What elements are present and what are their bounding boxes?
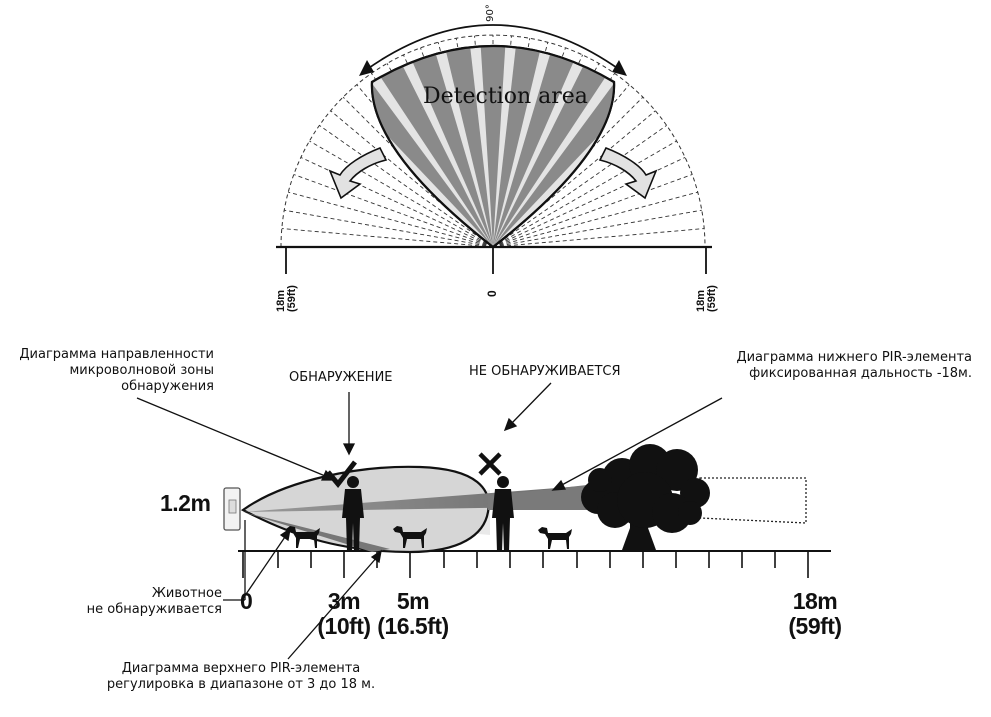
detection-area-label: Detection area xyxy=(423,84,588,109)
distance-5m-label: 5m (16.5ft) xyxy=(377,588,449,639)
distance-18m-label: 18m (59ft) xyxy=(788,588,842,639)
angle-arc xyxy=(365,24,621,71)
dashed-ray xyxy=(492,228,705,248)
dashed-ray xyxy=(284,209,494,248)
top-view xyxy=(276,24,712,274)
not-detected-label: НЕ ОБНАРУЖИВАЕТСЯ xyxy=(469,364,621,379)
left-range-label: 18m (59ft) xyxy=(275,285,298,312)
detection-ray xyxy=(493,46,579,247)
lower-pir-beam xyxy=(488,484,596,510)
tree-silhouette xyxy=(581,444,710,550)
angle-arrowhead-right xyxy=(612,60,627,76)
angle-label: 90° xyxy=(484,4,496,22)
center-zero-label: 0 xyxy=(485,290,499,297)
detection-ray xyxy=(442,46,493,247)
detection-area-outline xyxy=(370,45,616,249)
dashed-ray xyxy=(492,140,677,248)
sensor-device xyxy=(223,487,241,531)
dashed-ray xyxy=(492,209,702,248)
detection-ray xyxy=(407,46,493,247)
detected-label: ОБНАРУЖЕНИЕ xyxy=(289,370,393,385)
dog-2 xyxy=(393,526,427,548)
dashed-ray xyxy=(293,174,494,248)
lower-pir-label: Диаграмма нижнего PIR-элемента фиксирова… xyxy=(736,350,972,381)
dog-3 xyxy=(538,527,572,549)
dashed-range-arc xyxy=(280,34,706,248)
distance-0-label: 0 xyxy=(240,588,253,614)
ground-ticks xyxy=(242,551,809,578)
person-not-detected xyxy=(492,476,514,552)
not-detected-x-icon xyxy=(478,452,502,476)
dashed-ray xyxy=(288,191,494,248)
dashed-ray xyxy=(492,174,693,248)
dog-1 xyxy=(286,526,320,548)
dashed-ray xyxy=(281,228,494,248)
dashed-ray xyxy=(492,125,667,248)
animal-label: Животное не обнаруживается xyxy=(86,586,222,617)
dashed-ray xyxy=(319,125,494,248)
detection-ray xyxy=(493,54,612,247)
leader-lines xyxy=(136,382,723,660)
detection-ray xyxy=(493,46,544,247)
beam-beyond-tree xyxy=(699,477,807,524)
left-range-feet: (59ft) xyxy=(286,285,298,312)
detection-ray xyxy=(374,54,493,247)
detection-ray-fan xyxy=(371,46,615,247)
upper-pir-label: Диаграмма верхнего PIR-элемента регулиро… xyxy=(106,661,376,692)
person-detected xyxy=(342,476,364,552)
rotate-right-arrow xyxy=(598,146,658,200)
detection-ray xyxy=(371,74,493,247)
mount-height-label: 1.2m xyxy=(160,490,211,516)
distance-3m-label: 3m (10ft) xyxy=(317,588,371,639)
rotate-left-arrow xyxy=(328,146,388,200)
side-view xyxy=(136,382,831,660)
angle-arrowhead-left xyxy=(359,60,374,76)
dashed-ray xyxy=(309,140,494,248)
microwave-zone-label: Диаграмма направленности микроволновой з… xyxy=(19,347,214,394)
dashed-ray xyxy=(492,191,698,248)
right-range-label: 18m (59ft) xyxy=(695,285,718,312)
detection-ray xyxy=(479,46,507,247)
right-range-feet: (59ft) xyxy=(706,285,718,312)
detection-ray xyxy=(493,74,615,247)
detected-check-icon xyxy=(326,460,357,488)
